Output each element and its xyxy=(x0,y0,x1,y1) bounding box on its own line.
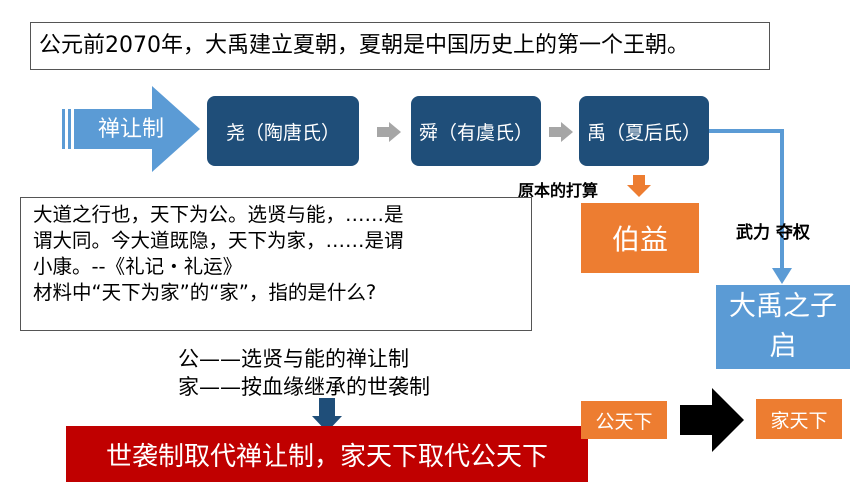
legend-jia: 家——按血缘继承的世袭制 xyxy=(178,375,430,399)
ruler-yao: 尧（陶唐氏） xyxy=(207,96,359,166)
quote-line: 大道之行也，天下为公。选贤与能，……是 xyxy=(33,203,404,226)
gongtianxia-box: 公天下 xyxy=(581,401,667,439)
ruler-yu-label: 禹（夏后氏） xyxy=(586,121,701,144)
title-box: 公元前2070年，大禹建立夏朝，夏朝是中国历史上的第一个王朝。 xyxy=(30,22,770,70)
boyi-label: 伯益 xyxy=(611,223,668,256)
conclusion-box: 世袭制取代禅让制，家天下取代公天下 xyxy=(66,426,588,482)
jiatianxia-box: 家天下 xyxy=(756,399,842,439)
quote-box: 大道之行也，天下为公。选贤与能，……是 谓大同。今大道既隐，天下为家，……是谓 … xyxy=(20,197,532,331)
qi-box: 大禹之子启 xyxy=(716,285,850,369)
force-label: 武力 夺权 xyxy=(736,223,810,243)
orange-down-arrow xyxy=(627,175,651,197)
quote-line: 谓大同。今大道既隐，天下为家，……是谓 xyxy=(33,229,404,252)
gray-arrow-2 xyxy=(549,122,573,142)
shanrang-label: 禅让制 xyxy=(97,117,164,142)
jiatianxia-label: 家天下 xyxy=(770,409,828,432)
ruler-yao-label: 尧（陶唐氏） xyxy=(225,121,340,144)
qi-label: 大禹之子启 xyxy=(729,291,837,362)
boyi-box: 伯益 xyxy=(581,203,699,273)
ruler-shun-label: 舜（有虞氏） xyxy=(418,121,533,144)
navy-down-arrow xyxy=(312,398,342,432)
legend: 公——选贤与能的禅让制 家——按血缘继承的世袭制 xyxy=(178,345,430,401)
title-text: 公元前2070年，大禹建立夏朝，夏朝是中国历史上的第一个王朝。 xyxy=(39,33,689,58)
legend-gong: 公——选贤与能的禅让制 xyxy=(178,347,409,371)
original-plan-label: 原本的打算 xyxy=(518,181,599,200)
gray-arrow-1 xyxy=(377,122,401,142)
conclusion-text: 世袭制取代禅让制，家天下取代公天下 xyxy=(105,441,548,472)
ruler-yu: 禹（夏后氏） xyxy=(579,96,709,166)
quote-line: 小康。--《礼记・礼运》 xyxy=(33,255,243,278)
black-arrow xyxy=(680,388,744,452)
shanrang-arrow xyxy=(62,86,200,172)
ruler-shun: 舜（有虞氏） xyxy=(411,96,541,166)
quote-line: 材料中“天下为家”的“家”，指的是什么? xyxy=(33,281,377,304)
gongtianxia-label: 公天下 xyxy=(595,410,653,433)
